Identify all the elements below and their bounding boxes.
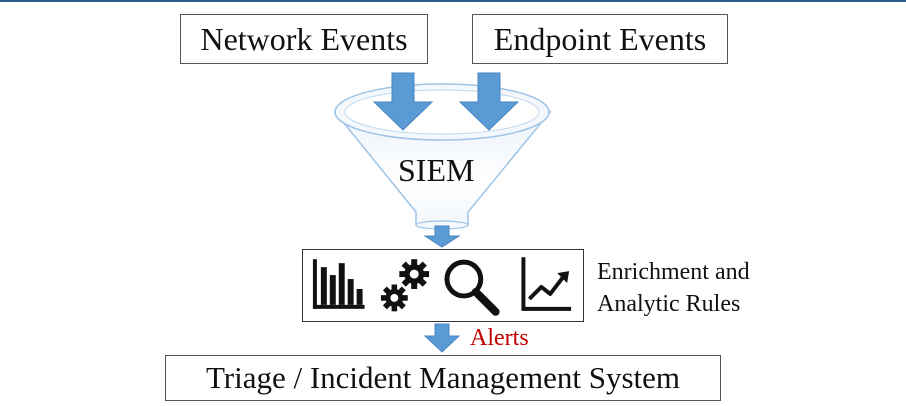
- trend-line-icon: [521, 257, 572, 311]
- triage-system-label: Triage / Incident Management System: [205, 360, 681, 395]
- endpoint-arrow: [458, 72, 520, 131]
- siem-to-rules-arrow: [423, 225, 461, 248]
- alerts-label: Alerts: [470, 325, 529, 351]
- bar-chart-icon: [312, 259, 365, 309]
- network-events-label: Network Events: [200, 20, 408, 57]
- enrichment-label-line1: Enrichment and: [597, 259, 750, 285]
- endpoint-events-label: Endpoint Events: [493, 20, 707, 57]
- header-rule: [0, 0, 906, 2]
- gears-icon: [380, 259, 430, 312]
- network-events-box: Network Events: [180, 14, 428, 64]
- siem-label: SIEM: [398, 152, 475, 188]
- alerts-arrow: [423, 323, 461, 353]
- enrichment-label-line2: Analytic Rules: [597, 291, 741, 317]
- enrichment-rules-box: [302, 249, 584, 322]
- magnifier-icon: [444, 259, 500, 316]
- endpoint-events-box: Endpoint Events: [472, 14, 728, 64]
- triage-system-box: Triage / Incident Management System: [165, 355, 721, 401]
- funnel-rim-inner: [344, 89, 540, 135]
- rules-icon-strip: [312, 257, 572, 316]
- network-arrow: [372, 72, 434, 131]
